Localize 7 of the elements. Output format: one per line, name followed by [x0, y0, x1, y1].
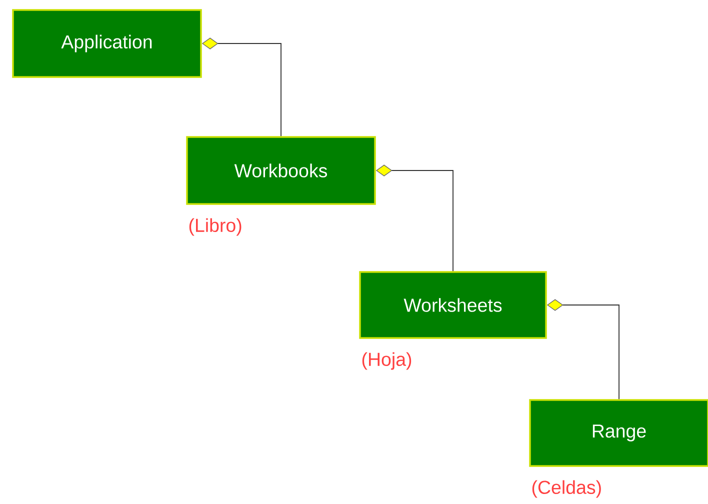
object-box: Worksheets	[359, 271, 547, 339]
object-caption: (Libro)	[189, 218, 242, 236]
object-caption: (Hoja)	[362, 352, 412, 370]
object-box: Range	[529, 399, 708, 467]
object-box: Workbooks	[186, 136, 376, 205]
object-box: Application	[12, 9, 202, 78]
object-caption: (Celdas)	[532, 480, 601, 498]
